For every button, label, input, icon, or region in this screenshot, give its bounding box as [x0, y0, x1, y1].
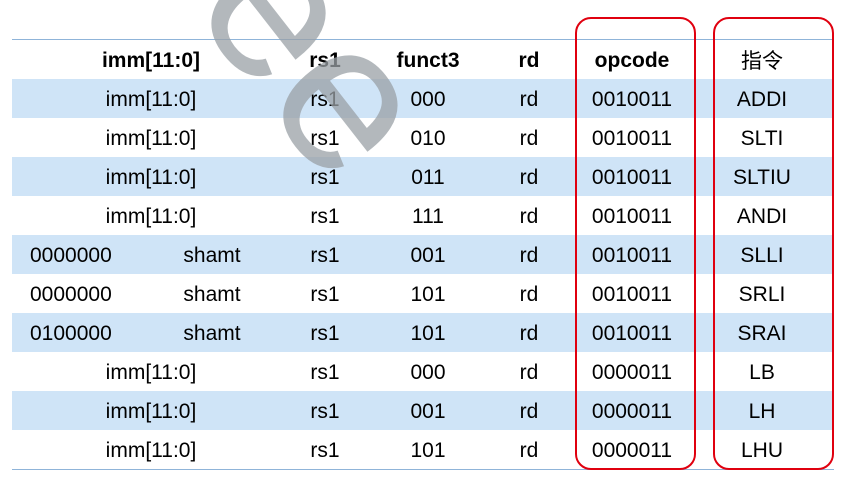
cell-imm: imm[11:0]: [105, 166, 197, 189]
header-rs1: rs1: [309, 49, 341, 72]
cell-imm: imm[11:0]: [105, 400, 197, 423]
cell-imm: imm[11:0]: [105, 205, 197, 228]
cell-shamt: shamt: [183, 283, 241, 306]
cell-rd: rd: [519, 166, 539, 189]
cell-shamt: shamt: [183, 244, 241, 267]
cell-imm-hi: 0100000: [30, 322, 112, 345]
cell-opcode: 0000011: [591, 439, 673, 462]
cell-opcode: 0010011: [591, 244, 673, 267]
cell-rs1: rs1: [310, 88, 340, 111]
cell-opcode: 0010011: [591, 283, 673, 306]
header-imm: imm[11:0]: [101, 49, 201, 72]
cell-opcode: 0000011: [591, 400, 673, 423]
cell-imm: imm[11:0]: [105, 361, 197, 384]
cell-imm: imm[11:0]: [105, 88, 197, 111]
cell-imm: imm[11:0]: [105, 439, 197, 462]
table-row: imm[11:0] rs1 000 rd 0010011 ADDI: [12, 79, 834, 118]
header-instruction: 指令: [741, 49, 783, 73]
table-row: imm[11:0] rs1 001 rd 0000011 LH: [12, 391, 834, 430]
cell-imm: imm[11:0]: [105, 127, 197, 150]
header-rd: rd: [518, 49, 540, 72]
header-opcode: opcode: [594, 49, 670, 72]
cell-instruction: SLTIU: [733, 166, 791, 189]
cell-rd: rd: [519, 244, 539, 267]
cell-opcode: 0010011: [591, 127, 673, 150]
cell-opcode: 0010011: [591, 205, 673, 228]
cell-funct3: 111: [412, 205, 444, 228]
cell-funct3: 001: [410, 400, 446, 423]
instruction-format-table: imm[11:0] rs1 funct3 rd opcode 指令 imm[11…: [12, 39, 834, 470]
cell-funct3: 101: [410, 322, 446, 345]
cell-rs1: rs1: [310, 361, 340, 384]
cell-funct3: 010: [410, 127, 446, 150]
cell-instruction: SLTI: [740, 127, 784, 150]
cell-rd: rd: [519, 205, 539, 228]
cell-opcode: 0010011: [591, 88, 673, 111]
cell-rs1: rs1: [310, 322, 340, 345]
cell-rd: rd: [519, 127, 539, 150]
cell-rd: rd: [519, 361, 539, 384]
cell-shamt: shamt: [183, 322, 241, 345]
cell-imm-hi: 0000000: [30, 283, 112, 306]
cell-rs1: rs1: [310, 205, 340, 228]
table-row: 0000000 shamt rs1 001 rd 0010011 SLLI: [12, 235, 834, 274]
cell-rd: rd: [519, 322, 539, 345]
cell-rs1: rs1: [310, 166, 340, 189]
cell-instruction: SLLI: [740, 244, 784, 267]
cell-rs1: rs1: [310, 127, 340, 150]
cell-instruction: LHU: [740, 439, 784, 462]
cell-instruction: ANDI: [736, 205, 788, 228]
table-row: 0000000 shamt rs1 101 rd 0010011 SRLI: [12, 274, 834, 313]
cell-rd: rd: [519, 439, 539, 462]
header-funct3: funct3: [396, 49, 460, 72]
table-header-row: imm[11:0] rs1 funct3 rd opcode 指令: [12, 40, 834, 79]
cell-opcode: 0010011: [591, 166, 673, 189]
cell-instruction: SRLI: [738, 283, 786, 306]
table-row: imm[11:0] rs1 010 rd 0010011 SLTI: [12, 118, 834, 157]
cell-funct3: 101: [410, 439, 446, 462]
cell-opcode: 0010011: [591, 322, 673, 345]
cell-rs1: rs1: [310, 400, 340, 423]
cell-rd: rd: [519, 283, 539, 306]
table-row: imm[11:0] rs1 101 rd 0000011 LHU: [12, 430, 834, 470]
cell-opcode: 0000011: [591, 361, 673, 384]
cell-funct3: 001: [410, 244, 446, 267]
cell-rs1: rs1: [310, 439, 340, 462]
cell-rs1: rs1: [310, 283, 340, 306]
cell-funct3: 000: [410, 361, 446, 384]
table-row: 0100000 shamt rs1 101 rd 0010011 SRAI: [12, 313, 834, 352]
table-row: imm[11:0] rs1 011 rd 0010011 SLTIU: [12, 157, 834, 196]
cell-instruction: ADDI: [736, 88, 788, 111]
cell-instruction: SRAI: [737, 322, 787, 345]
cell-rd: rd: [519, 400, 539, 423]
cell-rs1: rs1: [310, 244, 340, 267]
cell-rd: rd: [519, 88, 539, 111]
table-row: imm[11:0] rs1 111 rd 0010011 ANDI: [12, 196, 834, 235]
cell-funct3: 000: [410, 88, 446, 111]
cell-funct3: 011: [411, 166, 445, 189]
table-row: imm[11:0] rs1 000 rd 0000011 LB: [12, 352, 834, 391]
cell-imm-hi: 0000000: [30, 244, 112, 267]
cell-instruction: LB: [749, 361, 775, 384]
cell-instruction: LH: [748, 400, 776, 423]
cell-funct3: 101: [410, 283, 446, 306]
